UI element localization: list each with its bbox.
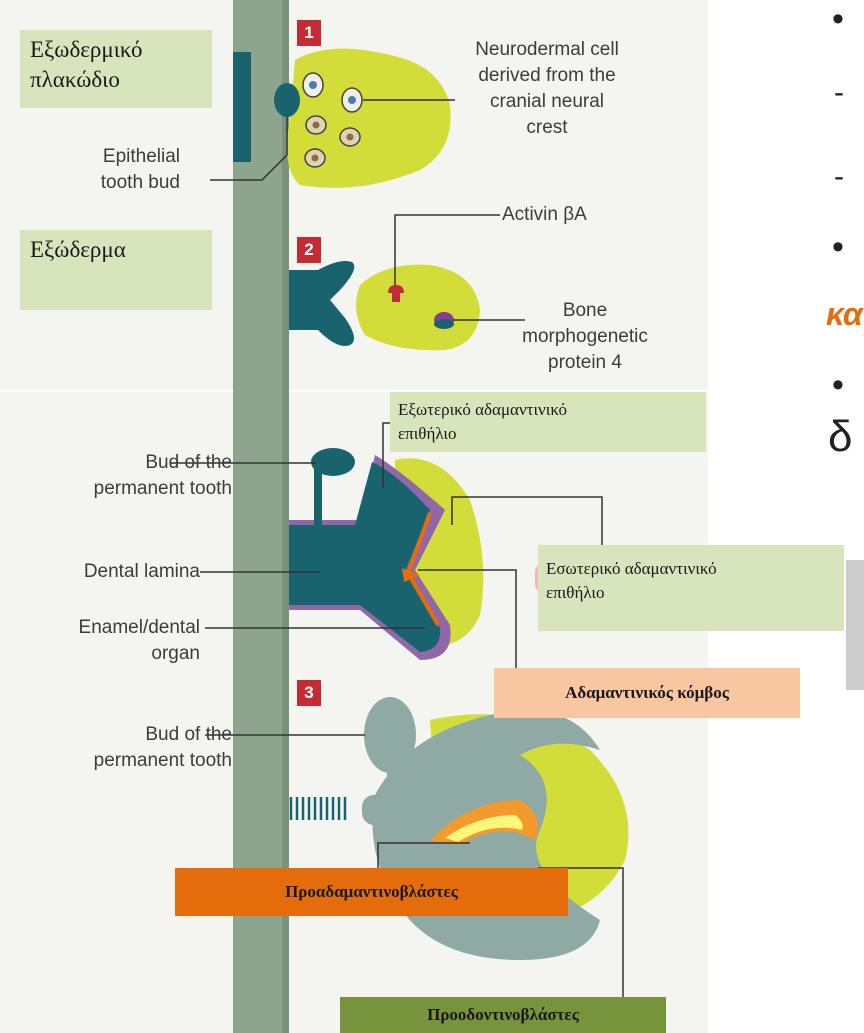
enamel-knot-box: Αδαμαντινικός κόμβος bbox=[494, 668, 800, 718]
orange-text-fragment: κα bbox=[826, 296, 863, 333]
inner-enamel-epithelium-box: Εσωτερικό αδαμαντινικό επιθήλιο bbox=[538, 545, 844, 631]
bullet-3: • bbox=[832, 366, 844, 405]
dash-1: - bbox=[834, 76, 844, 110]
gray-scroll-bar bbox=[846, 560, 864, 690]
ectodermal-placode-box: Εξωδερμικό πλακώδιο bbox=[20, 30, 212, 108]
epithelial-tooth-bud-shape bbox=[274, 83, 300, 117]
permanent-bud-shape-2 bbox=[364, 697, 416, 773]
placode-thickening bbox=[233, 52, 251, 162]
stage-badge-2: 2 bbox=[297, 237, 321, 263]
cord-lines bbox=[291, 797, 345, 820]
outer-enamel-epithelium-box: Εξωτερικό αδαμαντινικό επιθήλιο bbox=[390, 392, 706, 452]
delta-text-fragment: δ bbox=[828, 412, 853, 462]
bmp4-label: Bone morphogenetic protein 4 bbox=[505, 298, 665, 376]
bullet-1: • bbox=[832, 0, 844, 39]
preameloblasts-box: Προαδαμαντινοβλάστες bbox=[175, 868, 568, 916]
mesenchyme-blob-2 bbox=[356, 265, 480, 351]
bud-permanent-tooth-label-1: Bud of the permanent tooth bbox=[20, 450, 232, 502]
preodontoblasts-box: Προοδοντινοβλάστες bbox=[340, 997, 666, 1033]
dash-2: - bbox=[834, 160, 844, 194]
stage-badge-3: 3 bbox=[297, 680, 321, 706]
epithelial-tooth-bud-label: Epithelial tooth bud bbox=[40, 144, 180, 196]
ectoderm-box: Εξώδερμα bbox=[20, 230, 212, 310]
permanent-bud-shape-1 bbox=[311, 448, 355, 476]
enamel-organ-label: Enamel/dental organ bbox=[20, 615, 200, 667]
bmp4-signal bbox=[434, 312, 454, 329]
tooth-bud-2 bbox=[289, 261, 354, 346]
stage-badge-1: 1 bbox=[297, 20, 321, 46]
neurodermal-cell-label: Neurodermal cell derived from the crania… bbox=[442, 37, 652, 141]
bud-permanent-tooth-label-2: Bud of the permanent tooth bbox=[20, 722, 232, 774]
activin-label: Activin βA bbox=[502, 202, 587, 228]
bullet-2: • bbox=[832, 228, 844, 267]
dental-lamina-label: Dental lamina bbox=[20, 559, 200, 585]
